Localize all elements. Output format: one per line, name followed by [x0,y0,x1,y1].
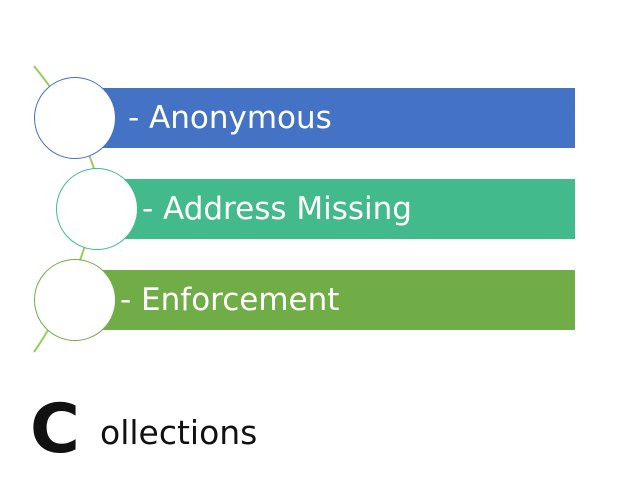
bar-enforcement: - Enforcement [70,270,575,330]
bar-address-missing: - Address Missing [96,179,575,239]
bar-label-enforcement: - Enforcement [120,282,340,318]
bar-label-anonymous: - Anonymous [128,100,332,136]
node-circle-enforcement [34,259,116,341]
footer-title-text: ollections [100,413,258,452]
node-circle-address-missing [56,168,138,250]
bar-anonymous: - Anonymous [70,88,575,148]
bar-label-address-missing: - Address Missing [142,191,412,227]
footer-initial-letter: C [30,390,80,469]
node-circle-anonymous [34,77,116,159]
